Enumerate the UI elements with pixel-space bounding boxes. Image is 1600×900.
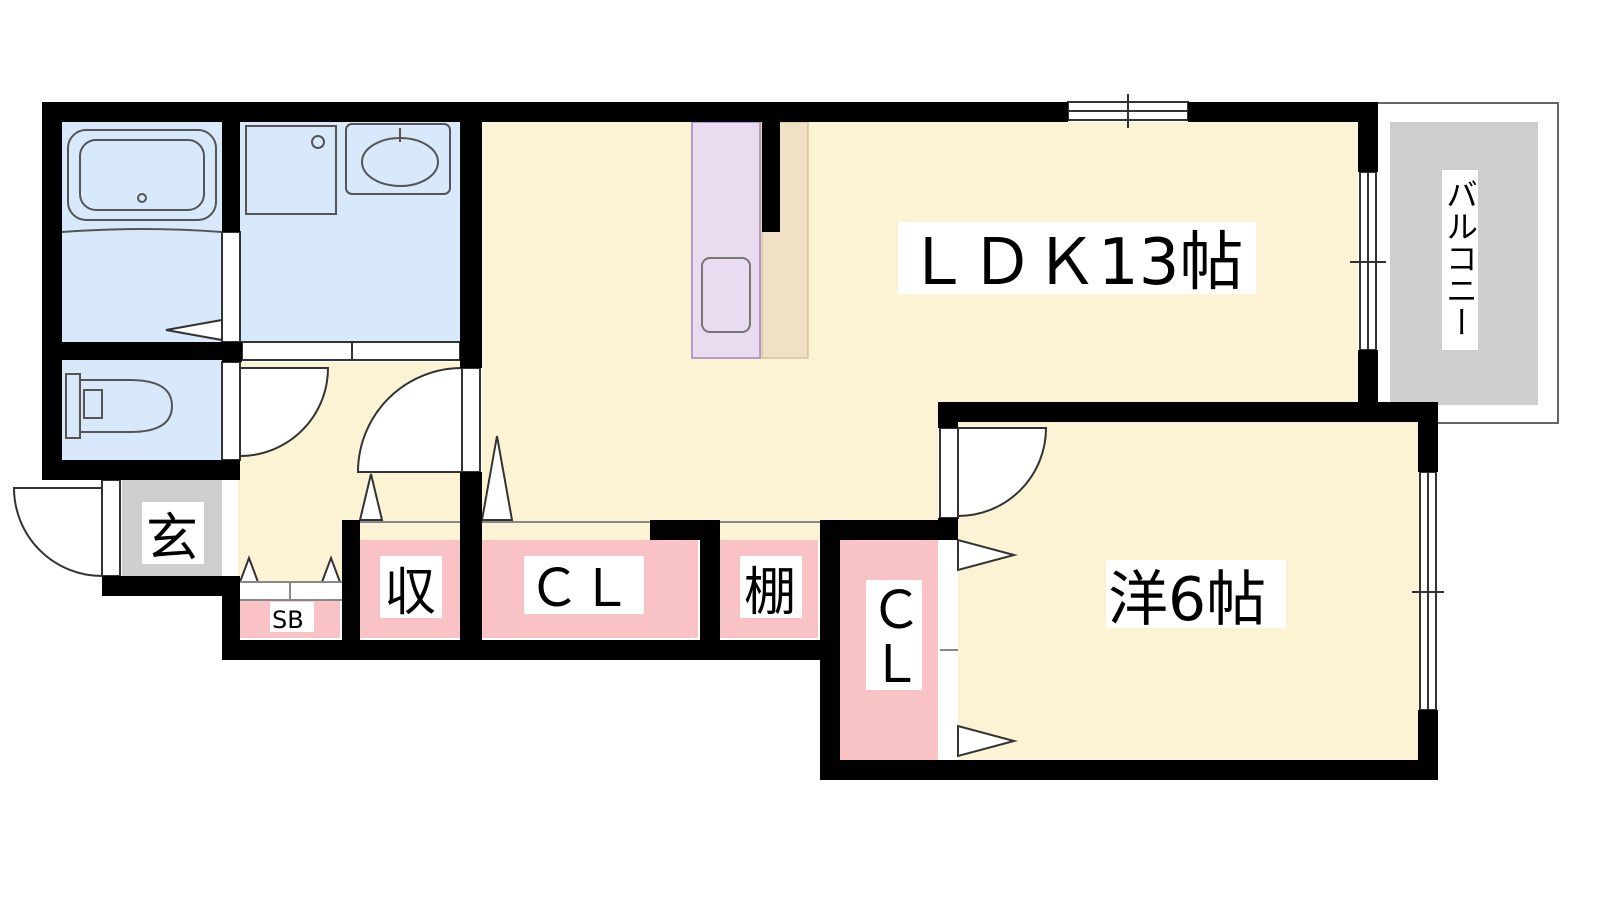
entrance-label: 玄 [146,509,198,569]
closet-main-label: ＣＬ [528,559,632,619]
toilet-icon [65,373,81,439]
closet-bedroom-label-c: Ｃ [870,581,922,641]
western-door [957,427,1048,518]
toilet-door [239,367,330,458]
storage-label: 収 [384,563,436,623]
ldk-label: ＬＤＫ13帖 [906,226,1243,300]
washroom-floor [240,122,460,342]
fixtures [61,123,451,439]
balcony [1375,102,1559,424]
labels: ＬＤＫ13帖 洋6帖 バルコニー 玄 収 ＣＬ 棚 Ｃ Ｌ SB [142,170,1479,695]
windows [101,94,1444,711]
washroom-door [356,366,463,473]
entrance-door [12,487,103,578]
western-room-label: 洋6帖 [1108,565,1266,635]
bathtub-icon [67,129,217,221]
balcony-label: バルコニー [1441,178,1479,338]
walls [42,102,1438,780]
sink-icon [701,257,751,333]
shelf-label: 棚 [744,563,796,623]
doors [12,318,1048,758]
closet-bedroom-label-l: Ｌ [870,635,922,695]
bathroom-floor [62,122,222,342]
washbasin-icon [345,123,451,195]
washer-pan-icon [245,125,337,215]
kitchen [691,121,809,359]
shoebox-label: SB [272,606,304,634]
toilet-floor [62,360,222,460]
